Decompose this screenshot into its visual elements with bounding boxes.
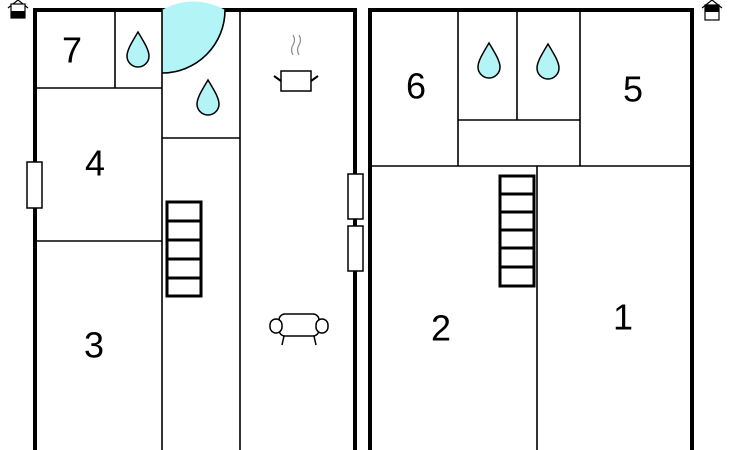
right-interior-walls: [370, 10, 692, 450]
stairs-right: [498, 174, 536, 288]
water-drop-icon: [126, 30, 150, 68]
water-drop-icon: [477, 41, 501, 79]
room-label-3: 3: [84, 325, 104, 366]
stairs-left: [165, 200, 203, 298]
water-drop-icon: [536, 42, 560, 80]
floor-indicator-icon: [701, 0, 723, 21]
room-label-2: 2: [431, 308, 451, 349]
right-outer-wall: [368, 8, 694, 450]
room-label-7: 7: [62, 30, 82, 71]
room-label-4: 4: [85, 143, 105, 184]
shower-area: [162, 1, 225, 73]
right-building: 6 5 2 1: [368, 8, 694, 450]
floor-indicator-icon: [7, 0, 29, 19]
window-left: [26, 161, 43, 209]
left-building: 7 4 3: [26, 1, 364, 450]
room-label-6: 6: [406, 66, 426, 107]
room-label-5: 5: [623, 69, 643, 110]
room-label-1: 1: [613, 297, 633, 338]
left-interior-walls: [35, 10, 241, 450]
window-right-2: [347, 225, 364, 272]
shower-arc: [161, 9, 226, 74]
sofa-icon: [269, 313, 329, 346]
window-right-1: [347, 173, 364, 220]
kitchen-pot-icon: [273, 34, 319, 92]
water-drop-icon: [196, 78, 220, 116]
